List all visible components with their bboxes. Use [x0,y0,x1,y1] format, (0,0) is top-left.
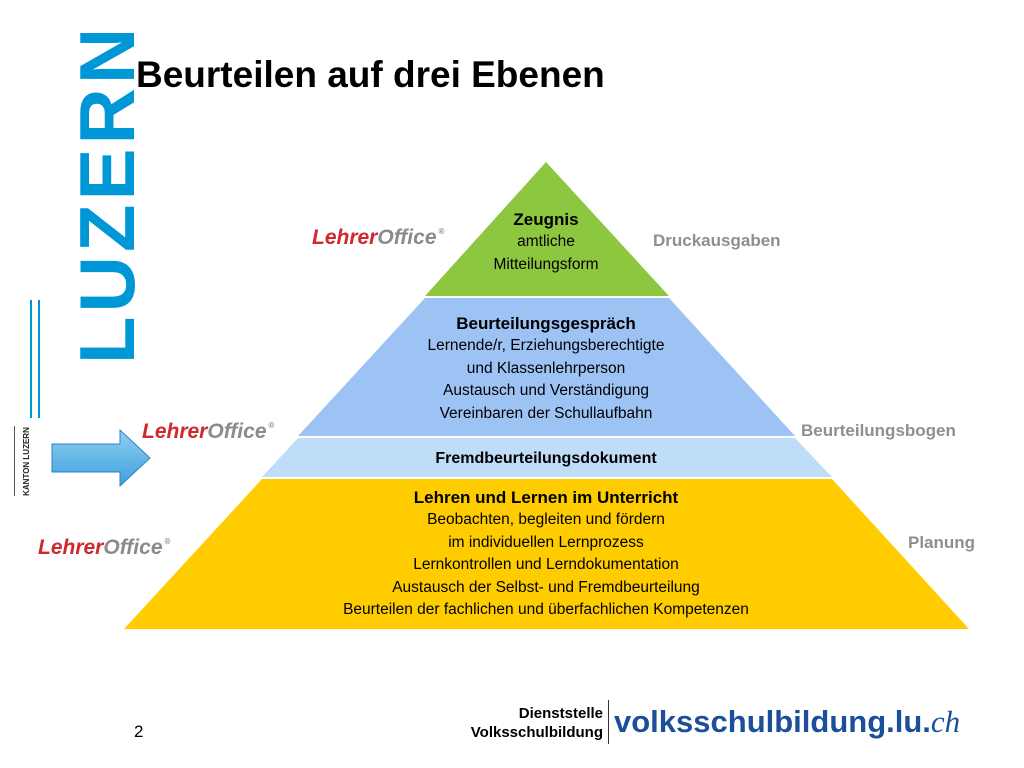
logo-reg-mark: ® [164,537,171,546]
tier-bottom-line: im individuellen Lernprozess [448,533,644,551]
tier-top-line: Mitteilungsform [493,255,599,273]
logo-part2: Office [377,226,437,249]
logo-part2: Office [103,536,163,559]
pyramid-band-tier [262,438,832,477]
slide-title: Beurteilen auf drei Ebenen [136,54,605,95]
logo-part1: Lehrer [312,226,378,249]
tier-middle-heading: Beurteilungsgespräch [456,314,636,333]
label-planung: Planung [908,533,976,552]
label-beurteilungsbogen: Beurteilungsbogen [801,421,956,440]
logo-reg-mark: ® [268,421,275,430]
logo-reg-mark: ® [438,227,445,236]
tier-middle-line: Austausch und Verständigung [443,382,649,399]
logo-part1: Lehrer [38,536,104,559]
tier-band-text: Fremdbeurteilungsdokument [396,448,696,470]
tier-bottom-line: Beurteilen der fachlichen und überfachli… [343,601,749,618]
tier-top-line: amtliche [517,233,575,250]
logo-part2: Office [207,420,267,443]
wordmark-rule-2 [30,300,32,418]
wordmark-rule [38,300,40,418]
logo-part1: Lehrer [142,420,208,443]
arrow-right-icon [51,428,151,488]
label-druckausgaben: Druckausgaben [653,231,781,250]
tier-bottom-text: Lehren und Lernen im Unterricht Beobacht… [296,487,796,622]
tier-bottom-line: Lernkontrollen und Lerndokumentation [413,556,679,573]
tier-top-heading: Zeugnis [513,210,579,229]
website-wordmark: volksschulbildung.lu.ch [614,704,960,740]
kanton-badge: KANTON LUZERN [14,426,37,496]
tier-middle-text: Beurteilungsgespräch Lernende/r, Erziehu… [396,313,696,425]
pyramid-bottom-tier [124,479,969,629]
pyramid-top-tier [425,162,669,296]
website-main: volksschulbildung.lu. [614,704,931,739]
department-name: Dienststelle Volksschulbildung [459,704,603,742]
tier-bottom-line: Beobachten, begleiten und fördern [427,511,665,528]
tier-middle-line: Lernende/r, Erziehungsberechtigte [427,337,665,354]
department-line: Volksschulbildung [470,724,603,741]
pyramid-middle-tier [298,298,795,436]
tier-middle-line: Vereinbaren der Schullaufbahn [439,404,653,422]
website-tld: ch [930,704,961,739]
tier-top-text: Zeugnis amtliche Mitteilungsform [446,209,646,276]
page-number: 2 [134,722,144,741]
tier-band-heading: Fremdbeurteilungsdokument [435,450,657,467]
tier-bottom-heading: Lehren und Lernen im Unterricht [413,488,679,507]
tier-bottom-line: Austausch der Selbst- und Fremdbeurteilu… [392,578,700,596]
tier-middle-line: und Klassenlehrperson [466,359,626,377]
department-line: Dienststelle [518,705,603,722]
footer-divider [608,700,609,744]
